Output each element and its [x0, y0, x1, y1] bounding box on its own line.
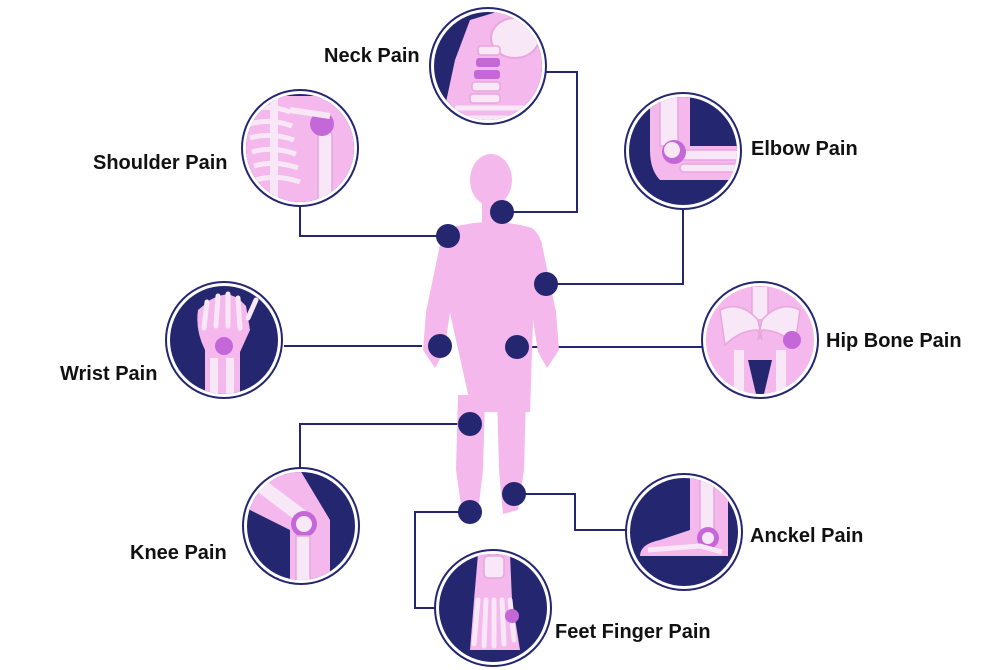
joint-markers [428, 200, 558, 524]
shoulder-ribcage-icon [241, 89, 359, 207]
neck-spine-icon [429, 7, 547, 125]
wrist-joint-dot [428, 334, 452, 358]
knee-pain-label: Knee Pain [130, 542, 227, 564]
connector-lines [284, 71, 706, 609]
ankle-joint-dot [502, 482, 526, 506]
knee-joint-dot [458, 412, 482, 436]
neck-joint-dot [490, 200, 514, 224]
feet-joint-dot [458, 500, 482, 524]
wrist-pain-label: Wrist Pain [60, 363, 158, 385]
elbow-joint-icon [624, 92, 742, 210]
elbow-connector [546, 206, 684, 285]
neck-pain-label: Neck Pain [324, 45, 420, 67]
feet-finger-pain-label: Feet Finger Pain [555, 621, 711, 643]
elbow-joint-dot [534, 272, 558, 296]
feet-connector [414, 511, 470, 609]
ankle-pain-label: Anckel Pain [750, 525, 864, 547]
ankle-foot-icon [625, 473, 743, 591]
shoulder-joint-dot [436, 224, 460, 248]
shoulder-pain-label: Shoulder Pain [93, 152, 228, 174]
knee-joint-icon [242, 467, 360, 585]
elbow-pain-label: Elbow Pain [751, 138, 858, 160]
ankle-connector [514, 493, 627, 531]
shoulder-connector [299, 200, 448, 237]
hip-joint-dot [505, 335, 529, 359]
neck-connector [502, 71, 578, 213]
pelvis-icon [701, 281, 819, 399]
hand-skeleton-icon [165, 281, 283, 399]
hip-bone-pain-label: Hip Bone Pain [826, 330, 962, 352]
foot-bones-icon [434, 549, 552, 667]
knee-connector [299, 423, 470, 470]
